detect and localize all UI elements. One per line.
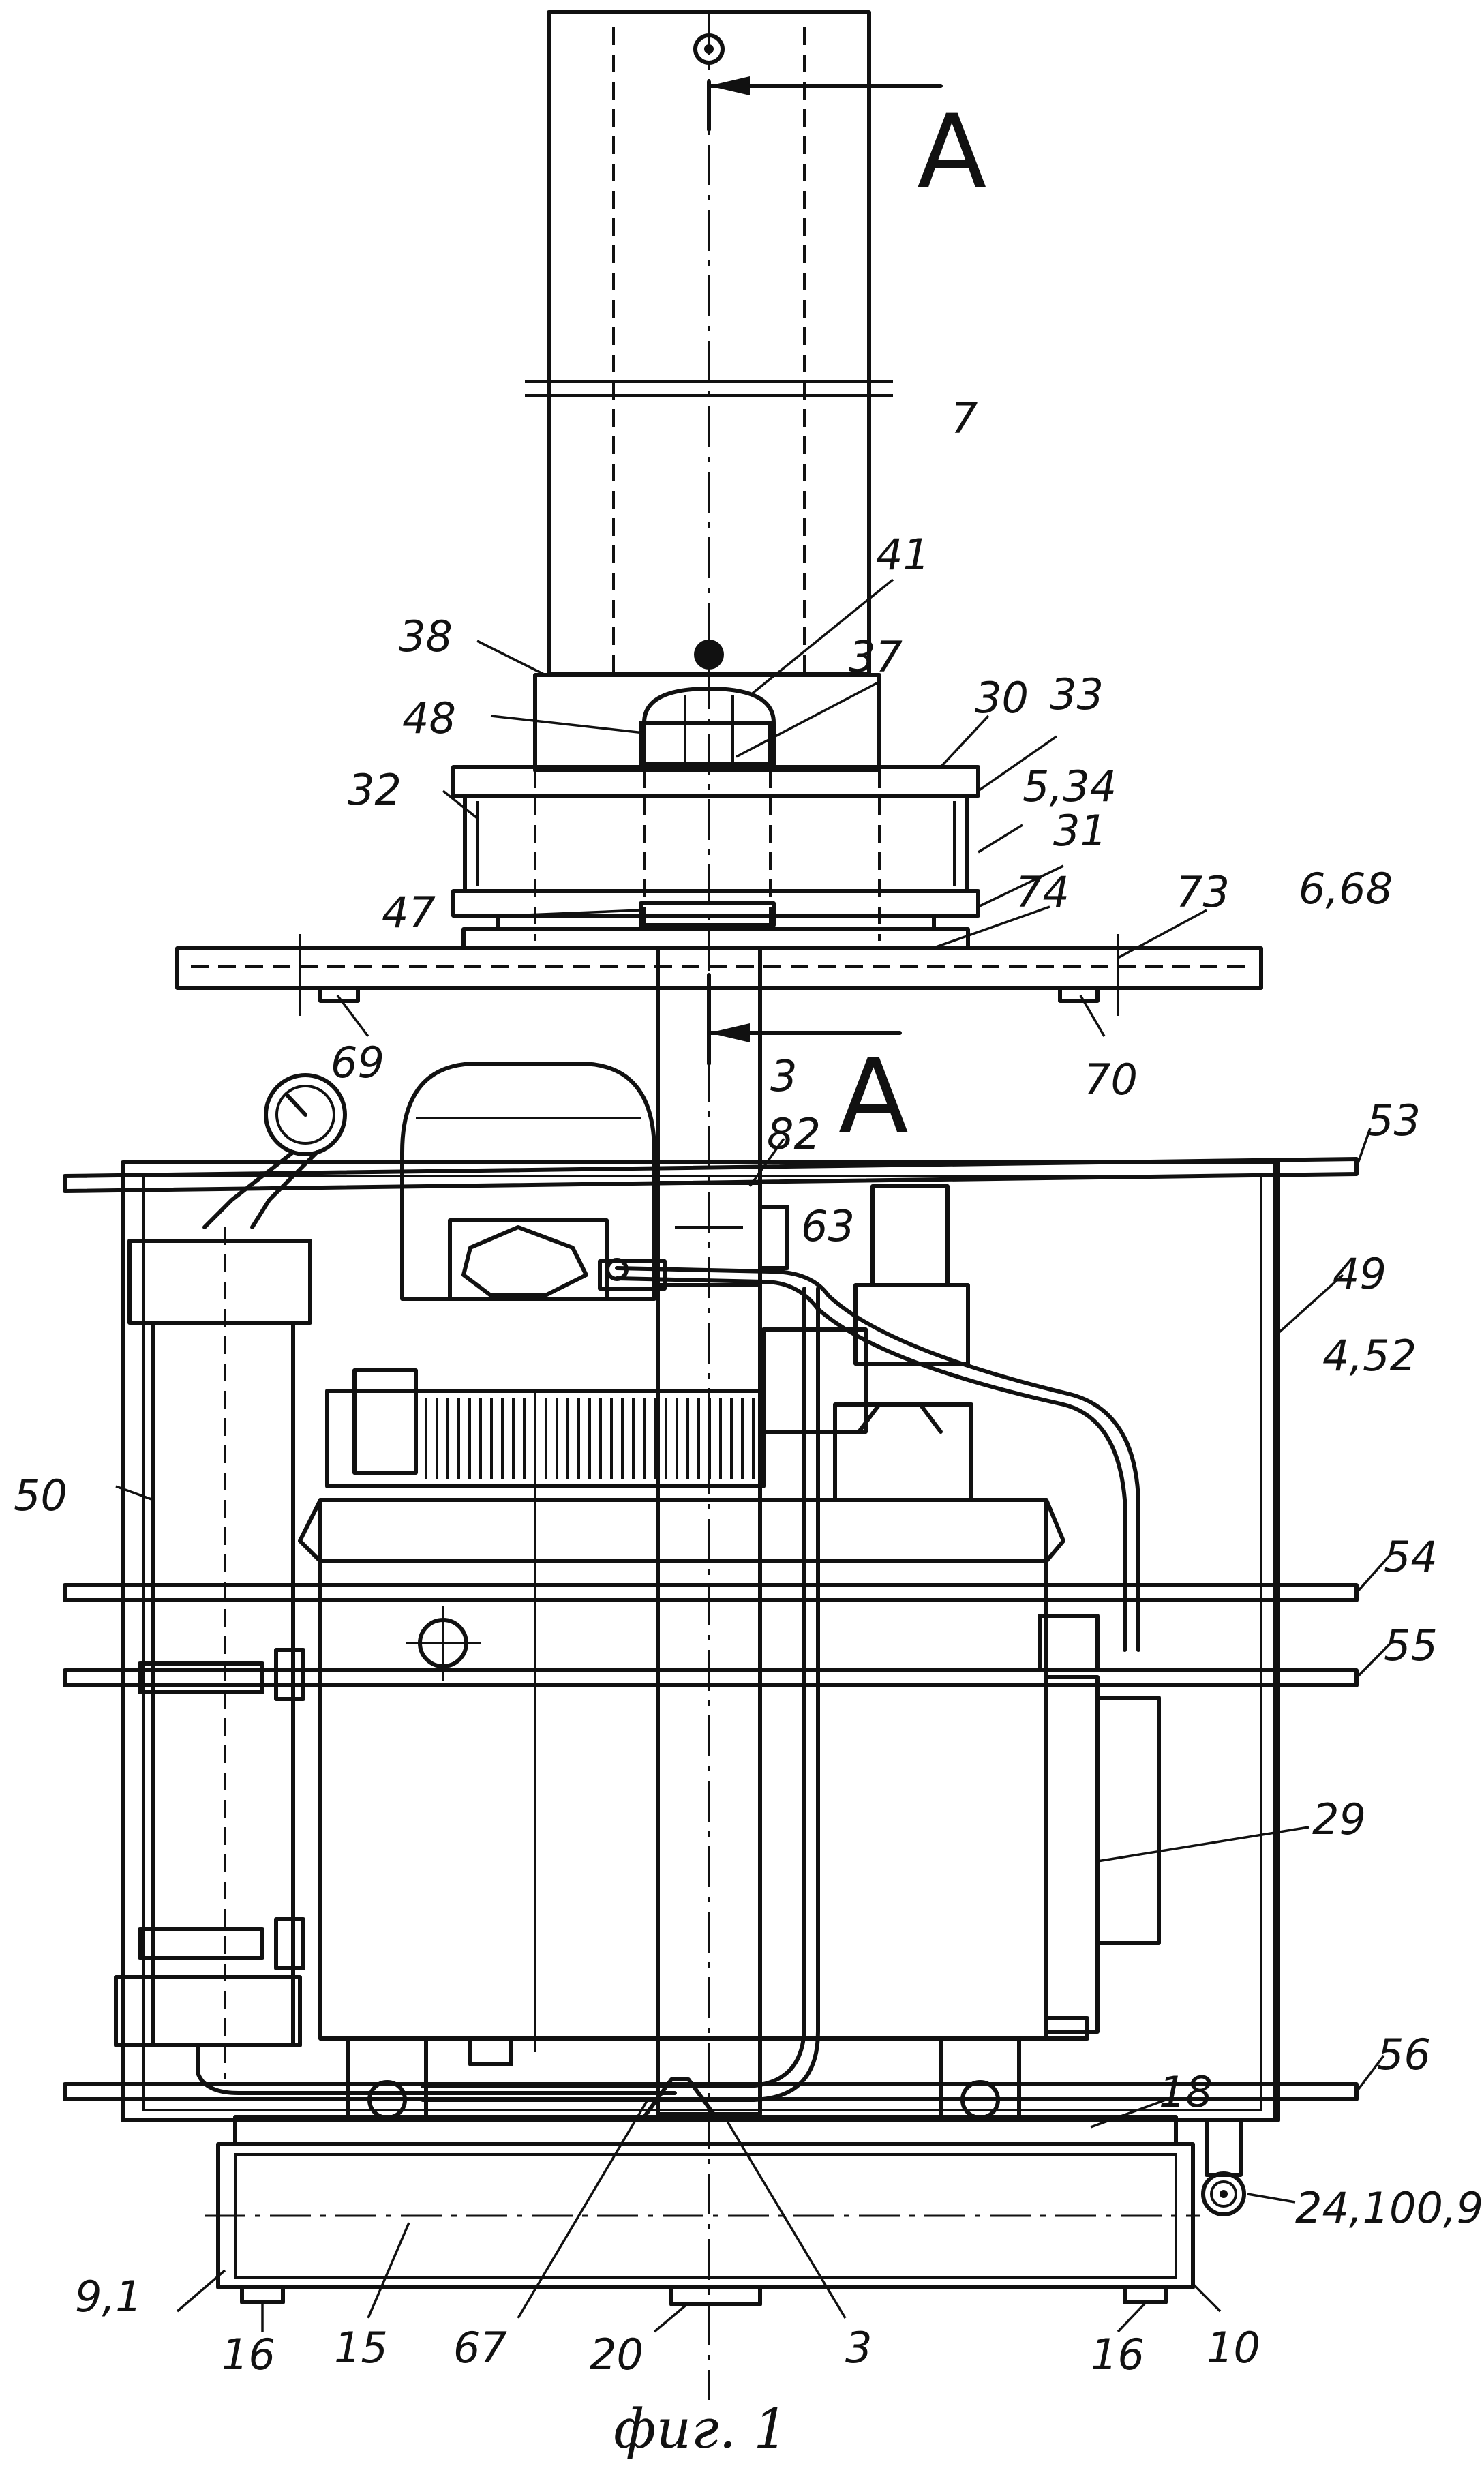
label-6-68: 6,68: [1299, 864, 1393, 914]
plate-47: [464, 903, 968, 948]
label-24-100-98: 24,100,98: [1295, 2183, 1484, 2233]
caster-wheel: [1203, 2120, 1244, 2214]
label-29: 29: [1312, 1794, 1366, 1844]
label-16-left: 16: [222, 2330, 275, 2379]
label-3-lower: 3: [845, 2323, 872, 2373]
label-56: 56: [1377, 2030, 1431, 2079]
label-33: 33: [1050, 670, 1104, 719]
label-67: 67: [453, 2323, 507, 2373]
label-50: 50: [14, 1471, 67, 1520]
label-63: 63: [801, 1201, 855, 1251]
label-5-34: 5,34: [1023, 762, 1117, 811]
label-82: 82: [767, 1109, 821, 1159]
label-38: 38: [399, 612, 453, 661]
label-53: 53: [1367, 1096, 1421, 1145]
label-48: 48: [402, 693, 456, 743]
label-47: 47: [382, 888, 436, 937]
pump-fins: [327, 1370, 763, 1486]
label-49: 49: [1333, 1249, 1387, 1299]
section-mark-a-top: A: [917, 93, 987, 212]
label-69: 69: [331, 1038, 384, 1087]
label-7: 7: [951, 393, 978, 443]
label-18: 18: [1159, 2067, 1213, 2117]
head-38: [535, 640, 879, 770]
label-3-upper: 3: [770, 1051, 797, 1101]
section-arrow-top: [709, 76, 941, 130]
pipe-67-outer: [617, 1278, 1125, 1650]
label-30: 30: [975, 673, 1029, 723]
label-41: 41: [876, 530, 930, 580]
label-54: 54: [1384, 1532, 1438, 1582]
filter-50: [116, 1227, 675, 2093]
label-9-1: 9,1: [75, 2272, 142, 2321]
pipe-67-inner: [617, 1268, 1138, 1650]
label-74: 74: [1016, 867, 1070, 917]
motor: [402, 1064, 665, 1299]
label-10: 10: [1207, 2323, 1260, 2373]
label-55: 55: [1384, 1621, 1438, 1670]
label-31: 31: [1053, 806, 1107, 856]
label-4-52: 4,52: [1322, 1331, 1417, 1381]
label-73: 73: [1176, 867, 1230, 917]
label-15: 15: [334, 2323, 388, 2373]
label-37: 37: [849, 632, 903, 682]
pressure-gauge: [205, 1075, 345, 1227]
label-70: 70: [1084, 1055, 1138, 1104]
label-20: 20: [590, 2330, 643, 2379]
label-32: 32: [348, 765, 402, 815]
section-mark-a-mid: A: [838, 1038, 909, 1156]
figure-caption: фиг. 1: [614, 2397, 788, 2461]
label-16-right: 16: [1091, 2330, 1145, 2379]
